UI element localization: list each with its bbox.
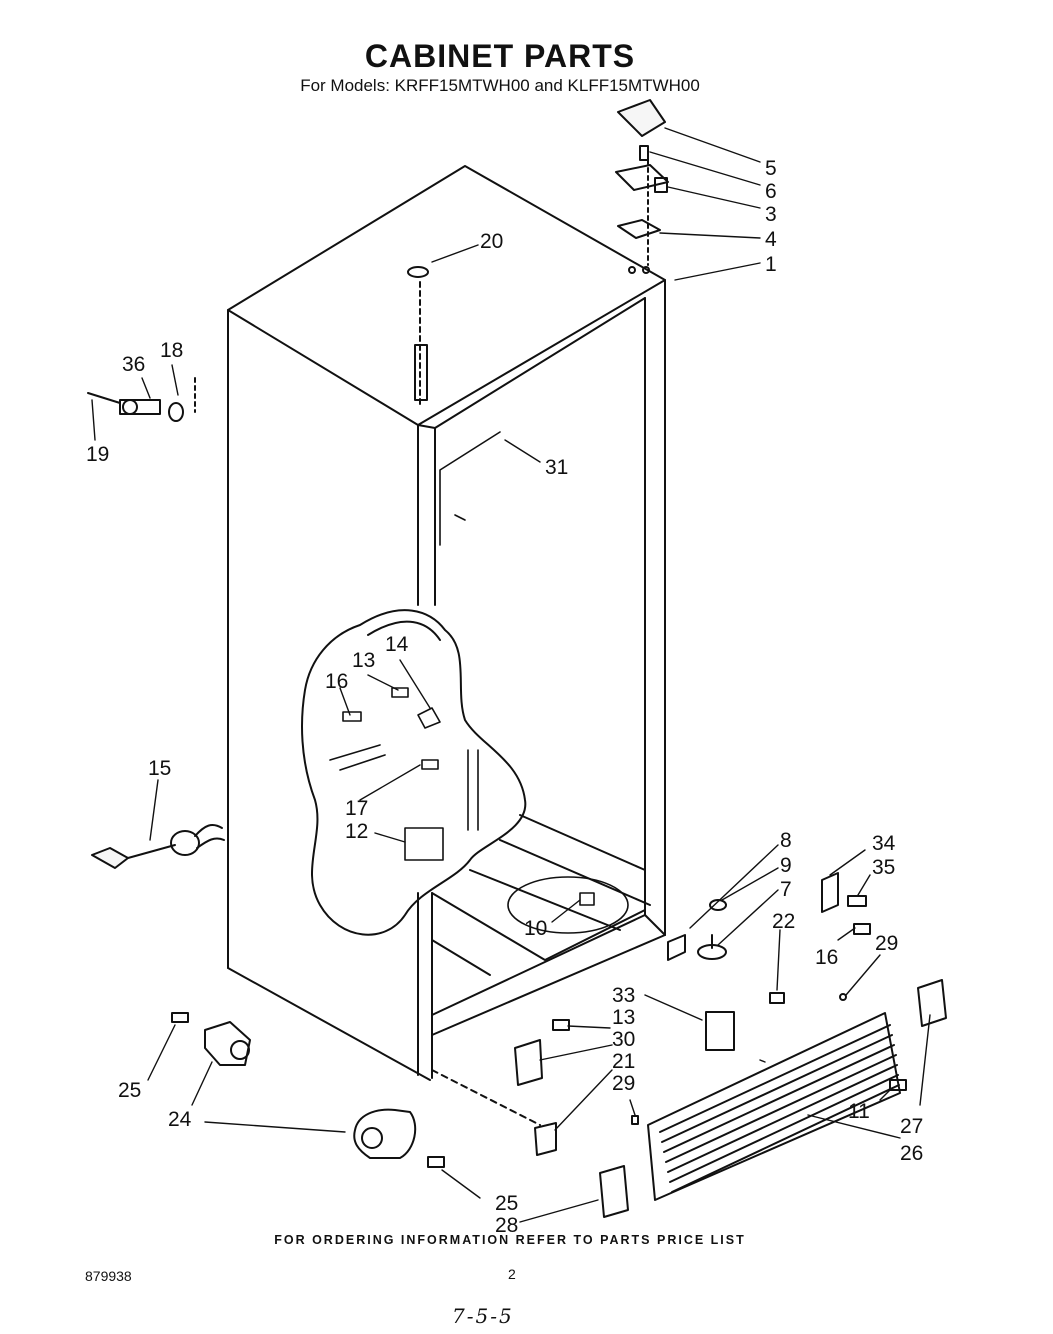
callout-27: 27 <box>900 1115 923 1138</box>
callout-25: 25 <box>118 1079 141 1102</box>
rollers <box>171 1012 541 1168</box>
callout-17: 17 <box>345 797 368 820</box>
callout-9: 9 <box>780 854 792 877</box>
callout-36: 36 <box>122 353 145 376</box>
callout-28: 28 <box>495 1214 518 1237</box>
part-20-plug <box>407 266 429 406</box>
callout-10: 10 <box>524 917 547 940</box>
left-valve-assembly <box>87 377 196 422</box>
document-number: 879938 <box>85 1268 132 1284</box>
callout-31: 31 <box>545 456 568 479</box>
callout-29b: 29 <box>612 1072 635 1095</box>
page-title: CABINET PARTS <box>364 38 636 74</box>
handwritten-note: 7-5-5 <box>452 1304 514 1328</box>
callout-11: 11 <box>848 1100 870 1123</box>
callout-4: 4 <box>765 228 777 251</box>
callout-26: 26 <box>900 1142 923 1165</box>
callout-labels: 5 6 3 4 1 20 18 36 19 31 14 13 16 15 17 … <box>86 157 923 1237</box>
callout-14: 14 <box>385 633 409 656</box>
bottom-hinge-assembly <box>667 872 871 1004</box>
callout-22: 22 <box>772 910 795 933</box>
cutaway-outline <box>301 609 527 936</box>
callout-18: 18 <box>160 339 183 362</box>
callout-7: 7 <box>780 878 792 901</box>
callout-35: 35 <box>872 856 895 879</box>
callout-1: 1 <box>765 253 777 276</box>
cabinet-body <box>227 165 666 1081</box>
leader-lines <box>91 127 931 1223</box>
toe-grille <box>647 979 947 1201</box>
callout-34: 34 <box>872 832 896 855</box>
callout-8: 8 <box>780 829 792 852</box>
callout-5: 5 <box>765 157 777 180</box>
inner-tubing <box>329 431 629 934</box>
callout-6: 6 <box>765 180 777 203</box>
page-number: 2 <box>508 1266 516 1282</box>
callout-29: 29 <box>875 932 898 955</box>
lower-bracket-parts <box>514 1019 639 1218</box>
ordering-note: FOR ORDERING INFORMATION REFER TO PARTS … <box>274 1233 746 1247</box>
callout-30: 30 <box>612 1028 635 1051</box>
top-hinge-assembly <box>615 99 669 274</box>
callout-13: 13 <box>352 649 375 672</box>
page-subtitle: For Models: KRFF15MTWH00 and KLFF15MTWH0… <box>300 76 700 95</box>
callout-3: 3 <box>765 203 777 226</box>
callout-19: 19 <box>86 443 109 466</box>
callout-15: 15 <box>148 757 171 780</box>
callout-20: 20 <box>480 230 503 253</box>
callout-13b: 13 <box>612 1006 635 1029</box>
internal-brackets <box>342 687 595 906</box>
callout-16b: 16 <box>815 946 838 969</box>
callout-12: 12 <box>345 820 368 843</box>
power-cord <box>91 823 225 869</box>
callout-16: 16 <box>325 670 348 693</box>
callout-21: 21 <box>612 1050 635 1073</box>
callout-24: 24 <box>168 1108 192 1131</box>
callout-25b: 25 <box>495 1192 518 1215</box>
callout-33: 33 <box>612 984 635 1007</box>
